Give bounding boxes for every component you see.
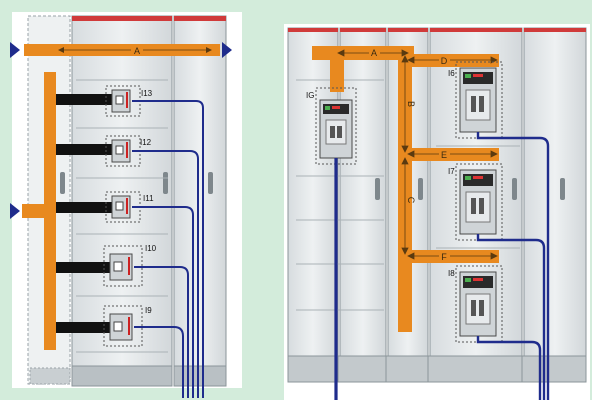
left-cabinet-header (72, 16, 172, 21)
right-busbar-handle (418, 178, 423, 200)
left-inlet-arrow-icon (10, 42, 20, 58)
breaker-label-i9: I9 (145, 306, 152, 315)
right-busbar-drop-ig (330, 56, 344, 92)
breaker-branch-i11: I11 (56, 191, 154, 223)
right-busbar-f-label: F (441, 252, 447, 262)
breaker-branch-i13: I13 (56, 85, 153, 117)
right-busbar-d-label: D (441, 56, 448, 66)
left-vertical-busbar (44, 72, 56, 350)
left-door-header (174, 16, 226, 21)
left-feed-bar (22, 204, 46, 218)
breaker-label-i13: I13 (141, 89, 153, 98)
breaker-label-i8: I8 (448, 269, 455, 278)
right-busbar-f (405, 250, 499, 263)
left-outlet-arrow-icon (222, 42, 232, 58)
right-cables (334, 132, 550, 400)
left-plinth-dashed (29, 367, 71, 385)
right-door-handle (560, 178, 565, 200)
breaker-branch-i9: I9 (56, 305, 152, 347)
left-panel-handle (60, 172, 65, 194)
right-door-cabinet-1 (287, 27, 339, 383)
left-switchboard: A I13 I12 I11 (10, 12, 242, 398)
breaker-label-i10: I10 (145, 244, 157, 253)
feeder-breaker-i8: I8 (448, 265, 503, 343)
right-feeder-handle (512, 178, 517, 200)
left-door-cabinet (173, 15, 227, 387)
feeder-breaker-i7: I7 (448, 163, 503, 241)
left-outgoing-cables (132, 100, 204, 398)
right-switchboard: A D E F B C IG (284, 24, 590, 400)
breaker-label-i7: I7 (448, 167, 455, 176)
left-busbar-a-label: A (134, 46, 140, 56)
right-busbar-e-label: E (441, 150, 447, 160)
breaker-branch-i10: I10 (56, 244, 157, 287)
right-plinth (287, 355, 587, 383)
right-busbar-b-label: B (406, 101, 416, 107)
left-cabinet-plinth (71, 365, 173, 387)
main-breaker-label: IG (306, 91, 314, 100)
right-door-cabinet-2 (523, 27, 587, 383)
main-breaker-ig: IG (306, 87, 357, 165)
left-door-handle (208, 172, 213, 194)
right-busbar-c-label: C (406, 197, 416, 204)
left-cabinet-handle (163, 172, 168, 194)
breaker-label-i12: I12 (140, 138, 152, 147)
left-feed-arrow-icon (10, 203, 20, 219)
right-main-cabinet (339, 27, 387, 383)
right-busbar-a-label: A (371, 48, 377, 58)
breaker-label-i11: I11 (143, 194, 154, 203)
right-busbar-e (405, 148, 499, 161)
feeder-breaker-i6: I6 (448, 61, 503, 139)
breaker-label-i6: I6 (448, 69, 455, 78)
right-main-handle (375, 178, 380, 200)
right-busbar-d (405, 54, 499, 67)
